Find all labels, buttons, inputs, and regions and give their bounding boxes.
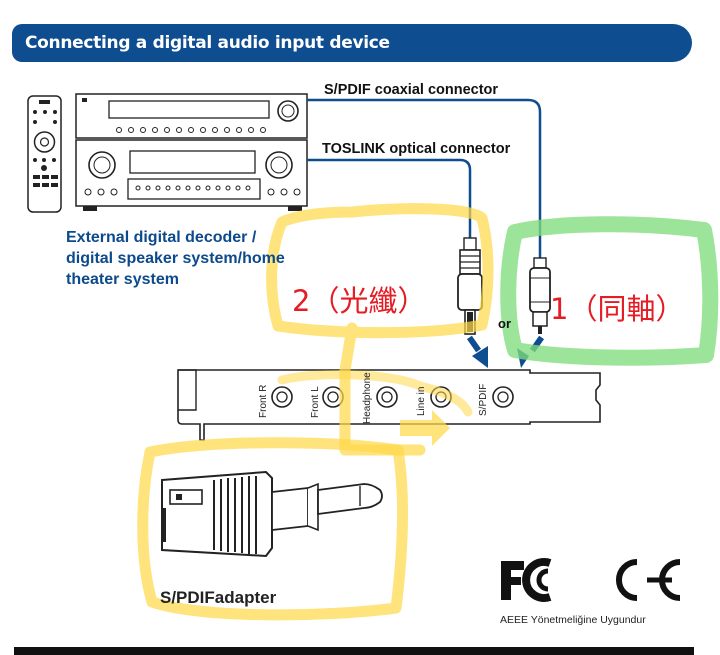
spdif-jack bbox=[492, 386, 514, 408]
adapter-label: S/PDIFadapter bbox=[160, 588, 277, 607]
device-description-line: External digital decoder / bbox=[66, 229, 257, 246]
bottom-bar bbox=[14, 647, 694, 655]
audio-jack bbox=[271, 386, 293, 408]
jack-label-line-in: Line in bbox=[416, 386, 427, 416]
coaxial-plug bbox=[529, 257, 551, 334]
header-bar: Connecting a digital audio input device bbox=[12, 24, 692, 62]
remote-control bbox=[27, 95, 62, 213]
compliance-text: AEEE Yönetmeliğine Uygundur bbox=[500, 614, 646, 626]
optical-connector-label: TOSLINK optical connector bbox=[322, 141, 511, 157]
connector-highlight bbox=[277, 370, 473, 417]
receiver-top bbox=[75, 93, 308, 139]
device-description: External digital decoder / digital speak… bbox=[66, 227, 316, 290]
device-description-line: digital speaker system/home bbox=[66, 250, 285, 267]
arrow-highlight bbox=[400, 410, 450, 446]
coaxial-connector-label: S/PDIF coaxial connector bbox=[324, 82, 499, 98]
jack-label-headphone: Headphone bbox=[362, 372, 373, 424]
jack-label-front-l: Front L bbox=[310, 386, 321, 418]
optical-cable bbox=[307, 158, 472, 238]
optical-annotation: 2（光纖） bbox=[292, 284, 427, 318]
coaxial-annotation: 1（同軸） bbox=[550, 292, 685, 326]
device-description-line: theater system bbox=[66, 271, 179, 288]
jack-label-spdif: S/PDIF bbox=[478, 383, 489, 416]
jack-label-front-r: Front R bbox=[258, 384, 269, 418]
audio-jack bbox=[376, 386, 398, 408]
adapter-highlight bbox=[137, 437, 408, 621]
ce-logo bbox=[616, 559, 681, 601]
page-title: Connecting a digital audio input device bbox=[25, 33, 390, 53]
or-label: or bbox=[498, 316, 511, 331]
coaxial-cable bbox=[307, 98, 542, 258]
receiver-bottom bbox=[75, 139, 308, 211]
fcc-logo bbox=[501, 558, 552, 602]
coaxial-highlight bbox=[500, 216, 719, 366]
audio-jack bbox=[322, 386, 344, 408]
spdif-adapter bbox=[161, 470, 383, 558]
